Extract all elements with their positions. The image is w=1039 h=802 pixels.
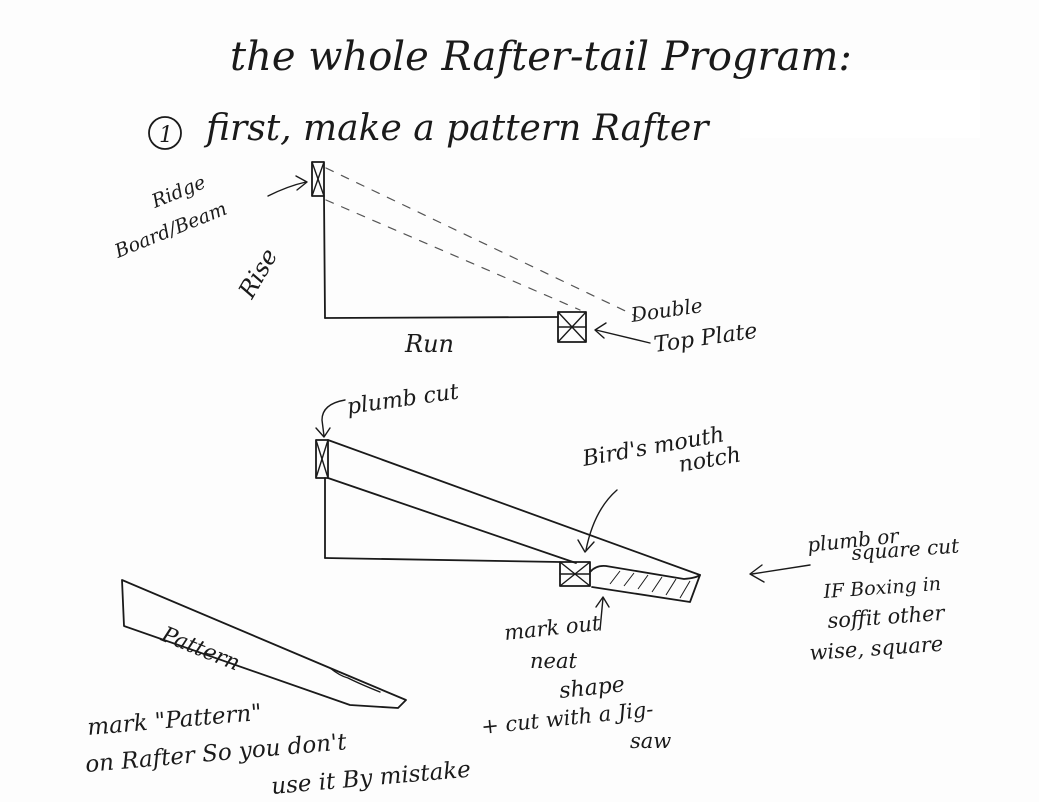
step-number-circle — [148, 116, 182, 150]
tail-note-arrow — [751, 564, 811, 575]
markout-line-4: + cut with a Jig- — [480, 697, 654, 739]
run-label: Run — [404, 330, 454, 358]
plumb-cut-arrow — [321, 399, 346, 437]
pattern-label: Pattern — [157, 622, 244, 676]
rise-line — [323, 195, 326, 319]
markout-line-5: saw — [630, 729, 671, 753]
markout-line-3: shape — [558, 672, 626, 704]
ridge-board-2 — [315, 439, 329, 479]
birds-mouth-arrow — [585, 489, 618, 551]
top-plate-arrow — [595, 329, 651, 344]
rafter-dashed-top — [325, 167, 641, 319]
ridge-label-2: Board/Beam — [111, 198, 230, 263]
markout-line-1: mark out — [503, 611, 602, 645]
run-line — [324, 316, 559, 319]
step-text: first, make a pattern Rafter — [203, 108, 710, 149]
pattern-rafter-diagram — [121, 579, 407, 709]
ridge-arrow — [267, 181, 307, 197]
top-plate-label-1: Double — [628, 293, 704, 327]
mark-note-3: use it By mistake — [270, 757, 472, 800]
tail-note-4: soffit other — [827, 601, 948, 633]
markout-arrow — [599, 597, 604, 631]
tail-note-5: wise, square — [809, 632, 944, 665]
rafter-top-edge — [327, 439, 701, 576]
paper-patch — [740, 70, 980, 138]
step-number: 1 — [159, 123, 173, 148]
ridge-board — [311, 161, 325, 197]
rise-label: Rise — [232, 244, 283, 304]
rafter-bottom-edge — [327, 477, 577, 564]
rafter-tail — [589, 564, 701, 603]
plumb-cut-label: plumb cut — [345, 379, 460, 419]
mark-note-1: mark "Pattern" — [86, 700, 263, 741]
tail-note-3: IF Boxing in — [822, 573, 942, 603]
rafter-dashed-bottom — [325, 199, 581, 311]
title: the whole Rafter-tail Program: — [230, 34, 852, 80]
rise-run-diagram — [267, 161, 651, 344]
rafter-cut-diagram — [315, 399, 811, 631]
markout-line-2: neat — [530, 649, 577, 673]
top-plate-label-2: Top Plate — [652, 319, 759, 358]
